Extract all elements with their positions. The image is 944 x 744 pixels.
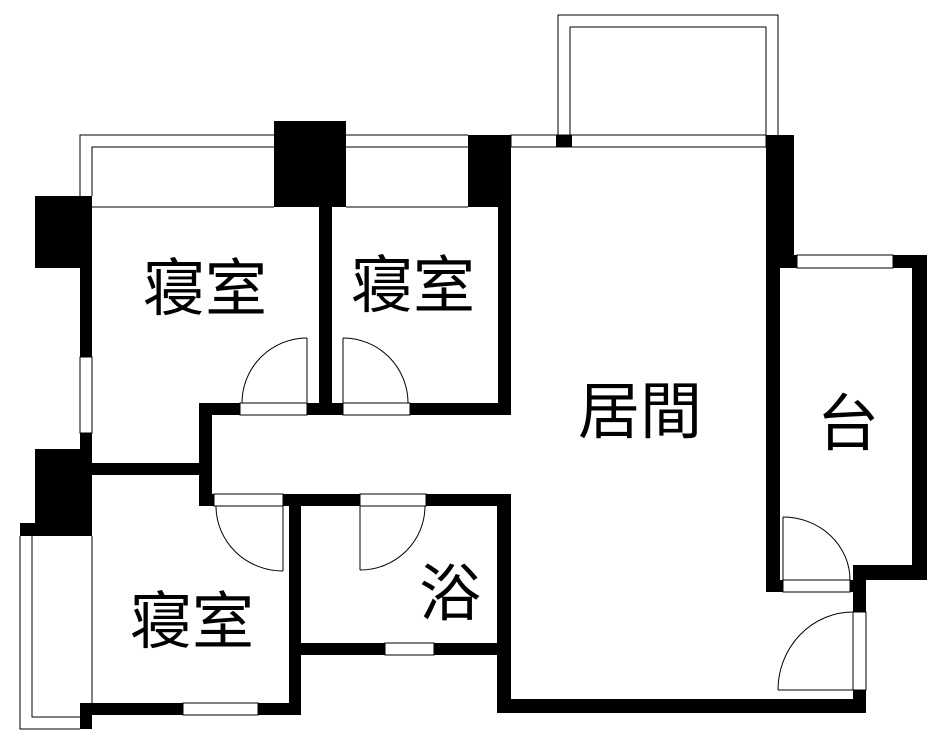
room-label-bedroom-3: 寝室: [130, 585, 254, 658]
lower-balcony: [19, 536, 93, 730]
upper-balcony-rail: [79, 134, 468, 208]
living-top-window: [510, 134, 767, 148]
bedroom-1-door[interactable]: [239, 337, 308, 416]
room-label-living: 居間: [578, 375, 702, 448]
column: [274, 121, 346, 207]
column: [766, 135, 794, 262]
entrance-door[interactable]: [777, 611, 867, 691]
windows: [79, 254, 894, 716]
top-balcony: [557, 14, 779, 135]
bath-door[interactable]: [359, 493, 427, 571]
bedroom-3-door[interactable]: [213, 493, 284, 572]
walls: [20, 121, 927, 729]
doors: [213, 337, 867, 691]
bedroom-2-door[interactable]: [342, 337, 411, 416]
kitchen-door[interactable]: [782, 516, 851, 593]
room-label-bath: 浴: [419, 557, 481, 630]
room-label-bedroom-2: 寝室: [351, 249, 475, 322]
room-label-kitchen: 台: [817, 387, 879, 460]
room-label-bedroom-1: 寝室: [143, 252, 267, 325]
